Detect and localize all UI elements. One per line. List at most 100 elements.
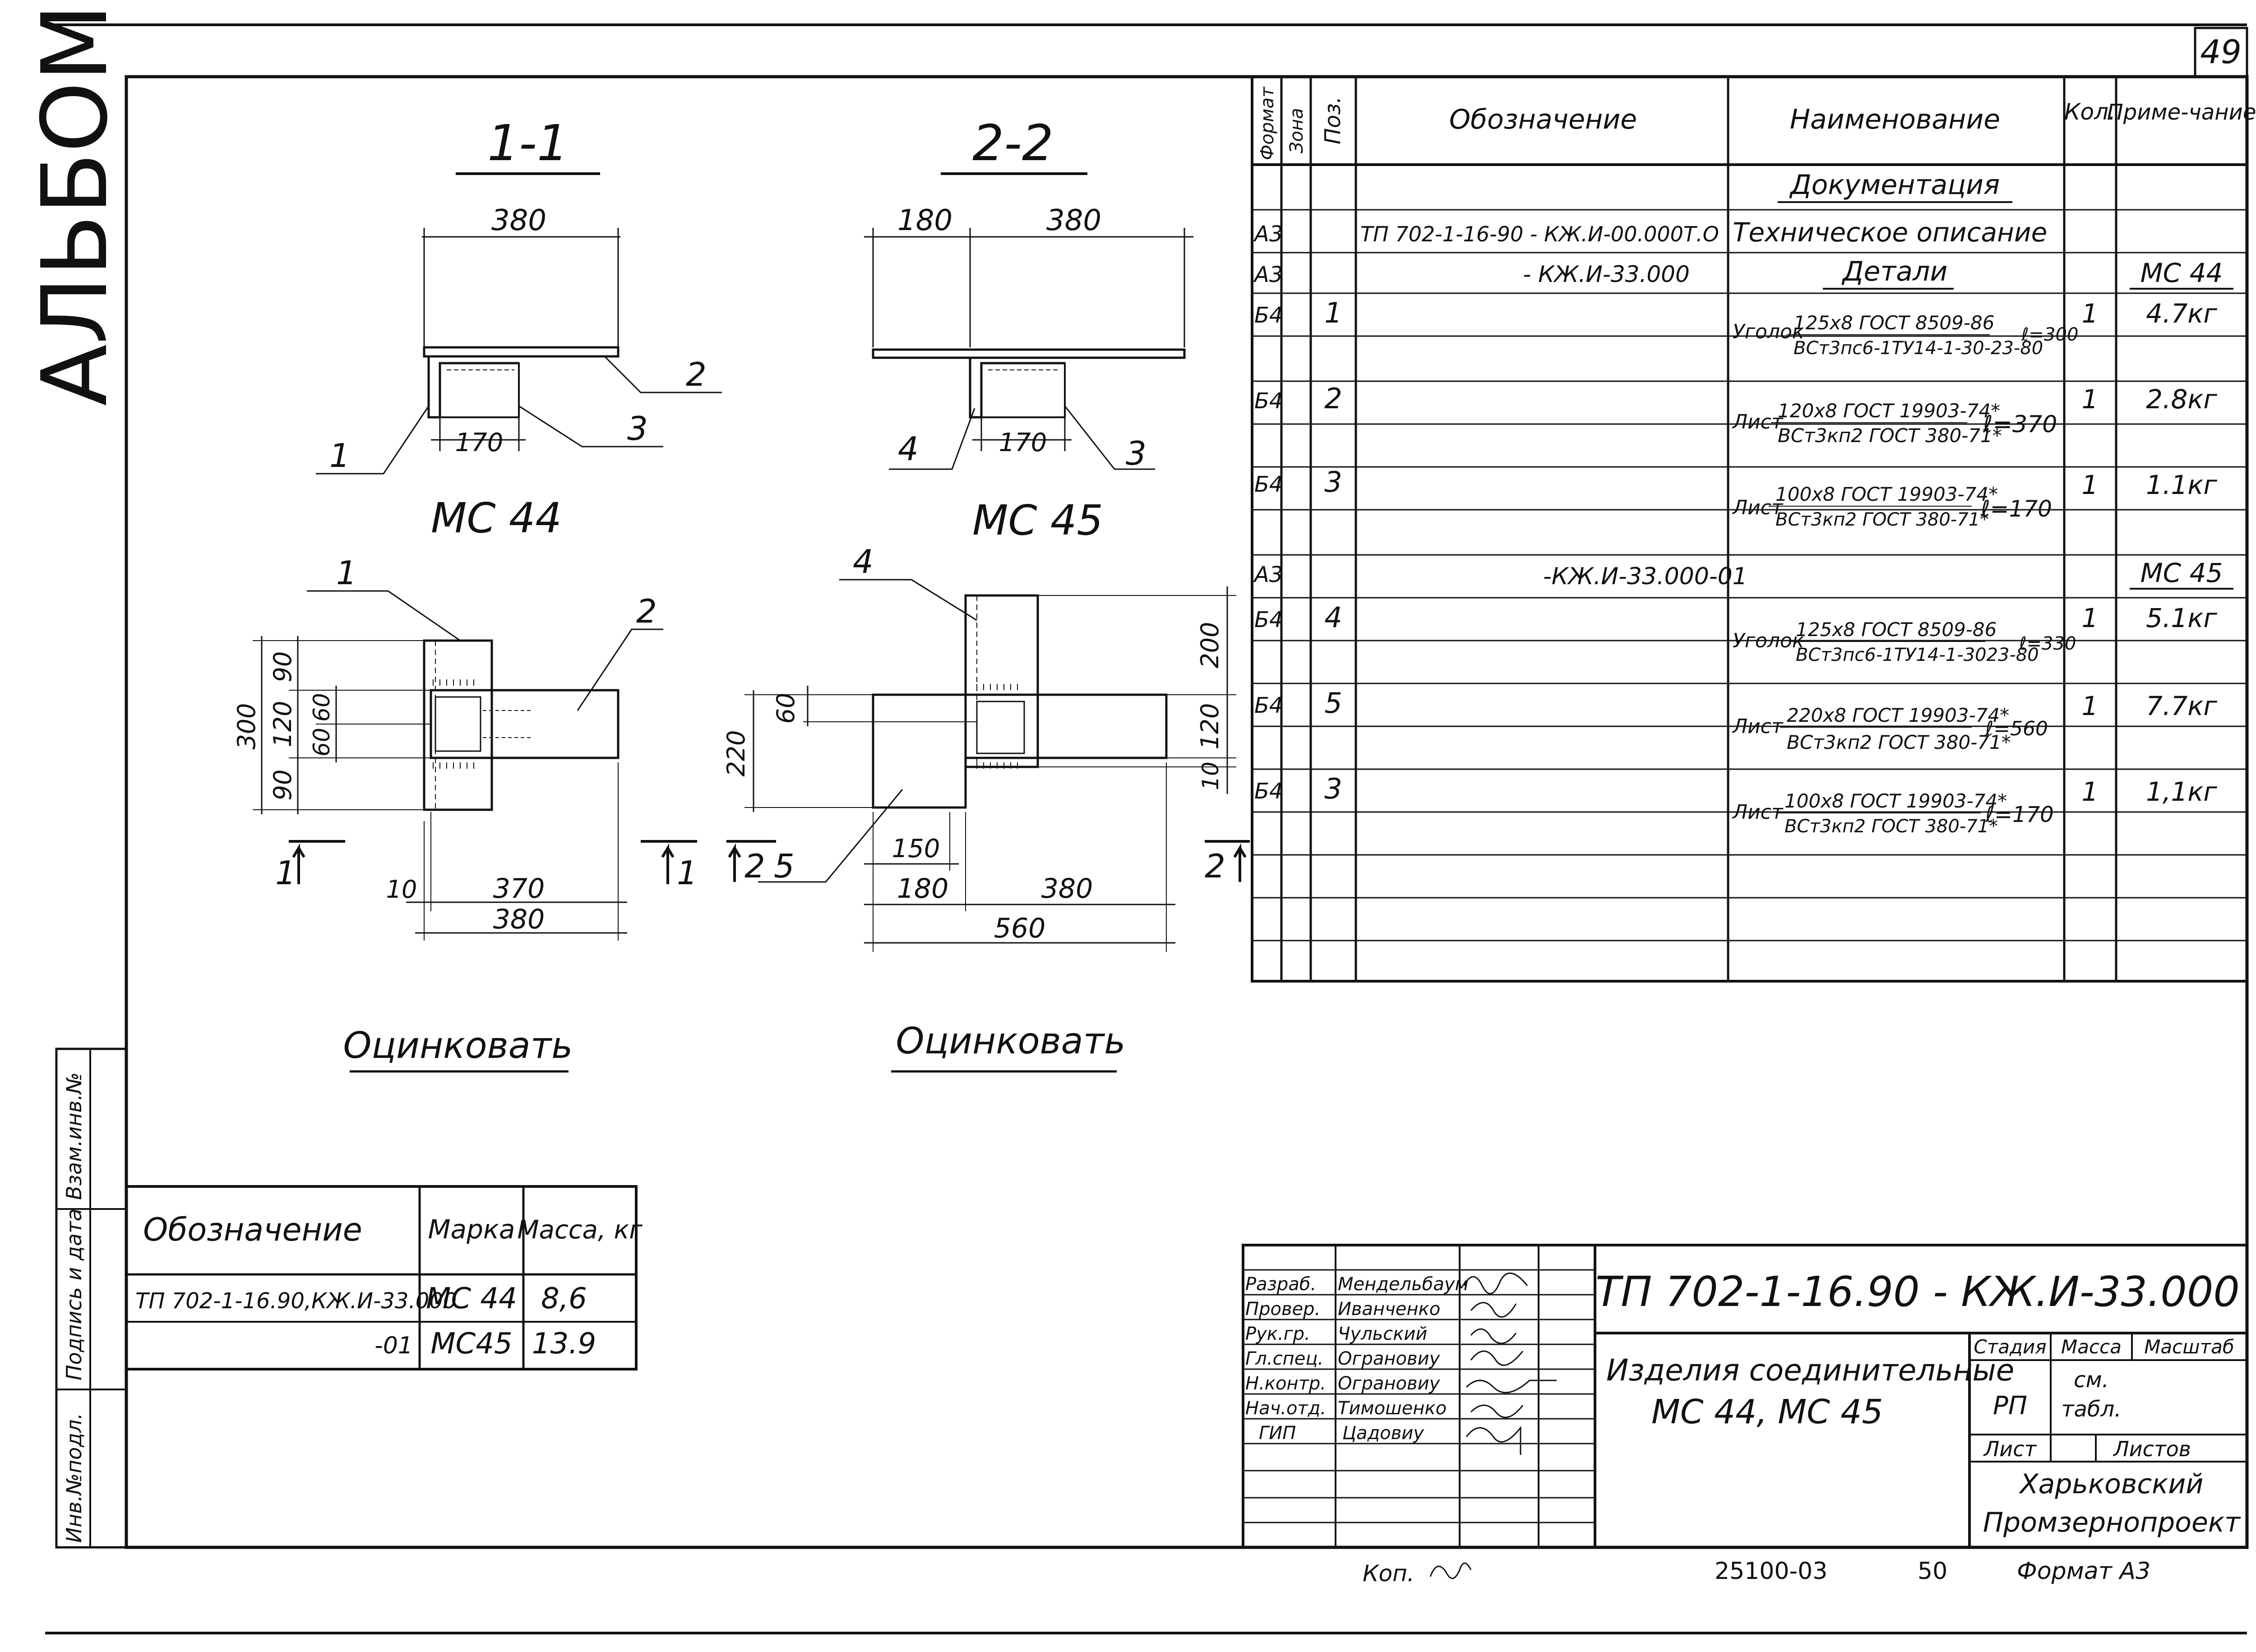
section-2-2-title: 2-2 bbox=[972, 114, 1054, 172]
spec-row7-len: ℓ=330 bbox=[2019, 633, 2076, 654]
spec-row4-note: 2.8кг bbox=[2146, 384, 2217, 415]
sheet-number: 49 bbox=[2200, 33, 2242, 71]
spec-row2-name: Детали bbox=[1841, 256, 1948, 287]
spec-row4-top: 120х8 ГОСТ 19903-74* bbox=[1778, 400, 2000, 422]
spec-row8-qty: 1 bbox=[2082, 691, 2099, 721]
spec-header-format: Формат bbox=[1257, 86, 1278, 160]
mass-table-row2-designation: -01 bbox=[374, 1332, 413, 1359]
plan-mc45-dim-200: 200 bbox=[1196, 622, 1224, 668]
spec-row3-bottom: ВСт3пс6-1ТУ14-1-30-23-80 bbox=[1794, 338, 2043, 359]
tb-role-6: ГИП bbox=[1259, 1423, 1296, 1444]
plan-mc44-leader-1: 1 bbox=[336, 554, 357, 592]
footer-kop-signature bbox=[1429, 1562, 1472, 1579]
spec-row1-name: Техническое описание bbox=[1733, 217, 2047, 248]
spec-row6-designation: -КЖ.И-33.000-01 bbox=[1543, 563, 1747, 590]
spec-row2-fmt: А3 bbox=[1253, 262, 1283, 287]
spec-row9-len: ℓ=170 bbox=[1985, 802, 2054, 827]
spec-row9-qty: 1 bbox=[2082, 776, 2099, 807]
mass-table-header-mass: Масса, кг bbox=[517, 1215, 643, 1245]
spec-row6-note: МС 45 bbox=[2140, 558, 2223, 588]
tb-role-5: Нач.отд. bbox=[1245, 1398, 1326, 1419]
mass-table-header-mark: Марка bbox=[428, 1214, 515, 1245]
plan-mc45-dim-10: 10 bbox=[1197, 761, 1224, 790]
plan-mc44-dim-370: 370 bbox=[493, 873, 545, 904]
section-2-2: 2-2 180 380 170 4 3 МС 45 bbox=[864, 114, 1193, 545]
spec-row7-bottom: ВСт3пс6-1ТУ14-1-3023-80 bbox=[1796, 645, 2039, 665]
plan-mc45-leader-5: 5 bbox=[774, 847, 795, 885]
tb-stage-label: Стадия bbox=[1974, 1336, 2046, 1358]
spec-table: Формат Зона Поз. Обозначение Наименовани… bbox=[1251, 75, 2256, 983]
mass-table-row1-designation: ТП 702-1-16.90,КЖ.И-33.000 bbox=[135, 1288, 457, 1314]
plan-mc44-leader-2: 2 bbox=[636, 592, 657, 630]
footer: Коп. 25100-03 50 Формат А3 bbox=[1363, 1558, 2150, 1587]
spec-row4-prefix: Лист bbox=[1732, 411, 1784, 434]
plan-mc45-dim-120: 120 bbox=[1196, 703, 1224, 749]
spec-row3-prefix: Уголок bbox=[1733, 320, 1804, 343]
footer-order: 25100-03 bbox=[1715, 1558, 1827, 1585]
tb-name-3: Ограновиу bbox=[1338, 1348, 1441, 1369]
plan-mc44-dim-300: 300 bbox=[232, 703, 261, 749]
spec-row4-pos: 2 bbox=[1324, 382, 1342, 415]
plan-mc44-dim-60-a: 60 bbox=[309, 693, 335, 722]
spec-header-note: Приме-чание bbox=[2107, 100, 2256, 125]
spec-row8-fmt: Б4 bbox=[1254, 693, 1283, 718]
spec-row3-fmt: Б4 bbox=[1254, 303, 1283, 328]
mass-table-row2-mass: 13.9 bbox=[532, 1327, 596, 1361]
tb-sheets-label: Листов bbox=[2113, 1437, 2191, 1461]
plan-mc44-dim-380: 380 bbox=[493, 904, 545, 935]
plan-mc44: 1 2 300 90 120 90 60 60 10 bbox=[232, 554, 698, 1073]
plan-mc45-dim-60: 60 bbox=[772, 693, 800, 724]
album-label: АЛЬБОМ 3 bbox=[23, 0, 128, 406]
tb-name-0: Мендельбаум bbox=[1338, 1274, 1469, 1295]
tb-title-line1: Изделия соединительные bbox=[1606, 1353, 2014, 1388]
section-1-1-dim-bottom: 170 bbox=[455, 428, 504, 457]
plan-mc45-cut-left: 2 bbox=[744, 847, 765, 885]
plan-mc44-dim-120: 120 bbox=[268, 701, 297, 747]
spec-row4-bottom: ВСт3кп2 ГОСТ 380-71* bbox=[1778, 425, 2002, 447]
spec-row5-top: 100х8 ГОСТ 19903-74* bbox=[1775, 483, 1998, 505]
spec-row4-qty: 1 bbox=[2082, 384, 2099, 415]
tb-org-line1: Харьковский bbox=[2019, 1468, 2204, 1500]
tb-sheet-label: Лист bbox=[1983, 1437, 2037, 1461]
spec-row7-pos: 4 bbox=[1324, 601, 1342, 634]
spec-row4-fmt: Б4 bbox=[1254, 388, 1283, 414]
spec-row5-pos: 3 bbox=[1324, 466, 1342, 498]
plan-mc45-note: Оцинковать bbox=[896, 1020, 1126, 1062]
spec-row7-fmt: Б4 bbox=[1254, 607, 1283, 632]
plan-mc45-dim-380: 380 bbox=[1041, 873, 1093, 904]
spec-header-qty: Кол. bbox=[2064, 99, 2116, 125]
spec-header-designation: Обозначение bbox=[1449, 104, 1637, 135]
spec-row5-note: 1.1кг bbox=[2146, 470, 2217, 500]
section-1-1-title: 1-1 bbox=[487, 114, 569, 172]
spec-row7-qty: 1 bbox=[2082, 603, 2099, 633]
spec-row3-qty: 1 bbox=[2082, 298, 2099, 329]
spec-row7-prefix: Уголок bbox=[1733, 629, 1804, 652]
spec-row0-name: Документация bbox=[1789, 169, 2000, 201]
spec-header-zone: Зона bbox=[1286, 108, 1307, 153]
spec-row9-fmt: Б4 bbox=[1254, 779, 1283, 804]
plan-mc44-dim-60-b: 60 bbox=[309, 728, 335, 757]
section-1-1: 1-1 380 170 1 2 3 МС 44 bbox=[316, 114, 722, 542]
stamp-inv-podl: Инв.№подл. bbox=[62, 1413, 86, 1543]
spec-header-pos: Поз. bbox=[1320, 97, 1345, 144]
spec-row8-pos: 5 bbox=[1324, 687, 1342, 720]
tb-stage-value: РП bbox=[1993, 1391, 2027, 1421]
spec-row2-designation: - КЖ.И-33.000 bbox=[1523, 261, 1690, 287]
plan-mc45: 4 5 60 220 200 120 10 bbox=[722, 543, 1250, 1073]
tb-name-5: Тимошенко bbox=[1338, 1398, 1447, 1419]
section-1-1-leader-2: 2 bbox=[686, 355, 707, 393]
plan-mc44-cut-left: 1 bbox=[275, 854, 296, 892]
footer-kop: Коп. bbox=[1363, 1560, 1415, 1587]
footer-page: 50 bbox=[1918, 1558, 1947, 1585]
section-2-2-leader-4: 4 bbox=[898, 430, 919, 468]
stamp-vzam-inv: Взам.инв.№ bbox=[62, 1072, 86, 1200]
plan-mc45-dim-560: 560 bbox=[994, 913, 1046, 944]
section-2-2-leader-3: 3 bbox=[1126, 434, 1146, 472]
mass-table-row1-mark: МС 44 bbox=[426, 1282, 517, 1315]
plan-mc44-note: Оцинковать bbox=[343, 1024, 573, 1066]
spec-row5-bottom: ВСт3кп2 ГОСТ 380-71* bbox=[1775, 509, 1989, 530]
mass-table-header-designation: Обозначение bbox=[143, 1211, 362, 1248]
mass-table-row1-mass: 8,6 bbox=[541, 1282, 587, 1315]
tb-role-4: Н.контр. bbox=[1245, 1373, 1326, 1394]
signatures bbox=[1463, 1272, 1557, 1455]
